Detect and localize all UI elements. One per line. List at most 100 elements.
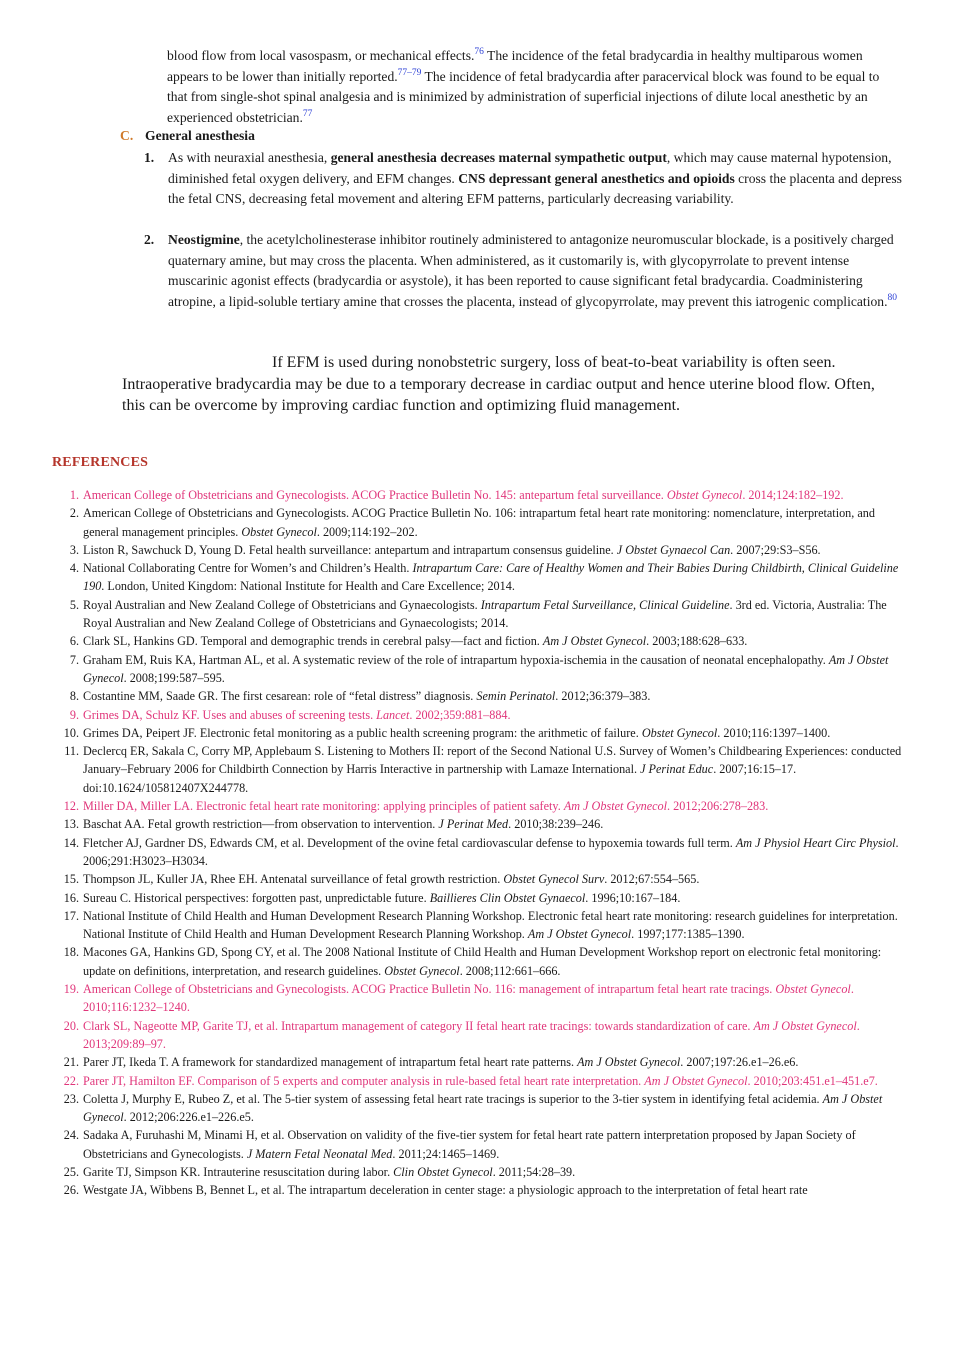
callout-rest: Intraoperative bradycardia may be due to… bbox=[122, 375, 875, 415]
item-text: Neostigmine, the acetylcholinesterase in… bbox=[168, 230, 904, 312]
reference-journal: Obstet Gynecol bbox=[666, 488, 743, 502]
reference-number: 15. bbox=[63, 872, 79, 887]
reference-number: 2. bbox=[69, 506, 79, 521]
reference-number: 6. bbox=[69, 634, 79, 649]
reference-journal: Obstet Gynecol bbox=[775, 982, 851, 997]
reference-text: Royal Australian and New Zealand College… bbox=[83, 597, 481, 612]
reference-journal: Am J Obstet Gynecol bbox=[542, 634, 647, 649]
reference-journal: Am J Physiol Heart Circ Physiol bbox=[735, 835, 896, 850]
reference-citation: . 2010;203:451.e1–451.e7. bbox=[747, 1073, 878, 1088]
reference-citation: . 2007;16:15–17. doi:10.1624/105812407X2… bbox=[83, 762, 797, 795]
reference-item: 3.Liston R, Sawchuck D, Young D. Fetal h… bbox=[52, 541, 902, 559]
intro-text-2: The incidence of the fetal bradycardia i… bbox=[167, 48, 863, 84]
reference-journal: Am J Obstet Gynecol bbox=[644, 1073, 748, 1088]
reference-item[interactable]: 12. Miller DA, Miller LA. Electronic feta… bbox=[52, 797, 902, 815]
reference-citation: . 2007;29:S3–S56. bbox=[730, 542, 821, 557]
reference-number: 12. bbox=[63, 799, 79, 814]
reference-citation: . 2011;54:28–39. bbox=[492, 1164, 576, 1179]
reference-citation: . 2012;206:278–283. bbox=[667, 799, 769, 814]
reference-journal: J Obstet Gynaecol Can bbox=[616, 542, 731, 557]
reference-citation: . 2011;24:1465–1469. bbox=[392, 1146, 500, 1161]
reference-item: 18. Macones GA, Hankins GD, Spong CY, et … bbox=[52, 943, 902, 980]
reference-journal: Am J Obstet Gynecol bbox=[753, 1018, 857, 1033]
reference-text: Parer JT, Ikeda T. A framework for stand… bbox=[83, 1055, 578, 1070]
reference-text: Parer JT, Hamilton EF. Comparison of 5 e… bbox=[83, 1073, 645, 1088]
reference-citation: . 2012;67:554–565. bbox=[604, 872, 700, 887]
reference-item[interactable]: 19. American College of Obstetricians and… bbox=[52, 980, 902, 1017]
list-item-1: 1. As with neuraxial anesthesia, general… bbox=[144, 148, 904, 210]
reference-text: Sadaka A, Furuhashi M, Minami H, et al. … bbox=[83, 1128, 856, 1161]
reference-citation: . 1996;10:167–184. bbox=[585, 890, 681, 905]
reference-item[interactable]: 9. Grimes DA, Schulz KF. Uses and abuses … bbox=[52, 706, 902, 724]
reference-item[interactable]: 22.Parer JT, Hamilton EF. Comparison of … bbox=[52, 1072, 902, 1090]
reference-journal: Semin Perinatol bbox=[476, 689, 556, 704]
reference-journal: Intrapartum Care: Care of Healthy Women … bbox=[83, 561, 899, 594]
reference-citation: . 3rd ed. Victoria, Australia: The Royal… bbox=[83, 597, 887, 631]
reference-item[interactable]: 1.American College of Obstetricians and … bbox=[52, 486, 902, 504]
reference-item: 15. Thompson JL, Kuller JA, Rhee EH. Ante… bbox=[52, 870, 902, 888]
citation-link[interactable]: 77–79 bbox=[397, 67, 422, 78]
intro-paragraph: blood flow from local vasospasm, or mech… bbox=[167, 46, 903, 128]
reference-number: 4. bbox=[69, 561, 79, 576]
reference-text: Grimes DA, Schulz KF. Uses and abuses of… bbox=[83, 707, 377, 722]
reference-number: 1. bbox=[69, 488, 79, 502]
references-heading: REFERENCES bbox=[52, 455, 149, 470]
item-number: 2. bbox=[144, 232, 155, 247]
reference-number: 3. bbox=[69, 542, 79, 557]
reference-number: 18. bbox=[63, 945, 79, 960]
reference-citation: . 2006;291:H3023–H3034. bbox=[83, 835, 899, 868]
reference-item: 21.Parer JT, Ikeda T. A framework for st… bbox=[52, 1053, 902, 1071]
reference-item[interactable]: 20.Clark SL, Nageotte MP, Garite TJ, et … bbox=[52, 1017, 902, 1054]
reference-journal: Clin Obstet Gynecol bbox=[393, 1164, 493, 1179]
intro-text-3: The incidence of fetal bradycardia after… bbox=[167, 68, 880, 125]
reference-journal: Lancet bbox=[376, 707, 410, 722]
reference-text: National Institute of Child Health and H… bbox=[83, 908, 898, 942]
reference-text: Garite TJ, Simpson KR. Intrauterine resu… bbox=[83, 1164, 394, 1179]
reference-item: 26. Westgate JA, Wibbens B, Bennet L, et … bbox=[52, 1181, 902, 1199]
reference-number: 20. bbox=[63, 1018, 79, 1033]
reference-item: 10. Grimes DA, Peipert JF. Electronic fet… bbox=[52, 724, 902, 742]
reference-journal: Obstet Gynecol Surv bbox=[503, 872, 605, 887]
reference-item: 14. Fletcher AJ, Gardner DS, Edwards CM, … bbox=[52, 834, 902, 871]
reference-citation: . 2010;38:239–246. bbox=[508, 817, 604, 832]
reference-text: American College of Obstetricians and Gy… bbox=[83, 982, 776, 997]
reference-text: Macones GA, Hankins GD, Spong CY, et al.… bbox=[83, 945, 882, 978]
reference-number: 10. bbox=[63, 725, 79, 740]
reference-text: Graham EM, Ruis KA, Hartman AL, et al. A… bbox=[83, 652, 829, 667]
citation-link[interactable]: 80 bbox=[887, 292, 897, 303]
reference-journal: Obstet Gynecol bbox=[384, 963, 460, 978]
reference-text: Coletta J, Murphy E, Rubeo Z, et al. The… bbox=[83, 1091, 823, 1106]
reference-text: Grimes DA, Peipert JF. Electronic fetal … bbox=[83, 725, 642, 740]
item-text-part: , which may cause maternal hypotension, … bbox=[168, 150, 892, 186]
reference-number: 26. bbox=[63, 1183, 79, 1198]
references-list: 1. American College of Obstetricians and … bbox=[52, 486, 902, 1200]
citation-link[interactable]: 77 bbox=[302, 108, 313, 119]
reference-text: Fletcher AJ, Gardner DS, Edwards CM, et … bbox=[83, 835, 736, 850]
reference-journal: Am J Obstet Gynecol bbox=[577, 1055, 681, 1070]
item-text-bold: CNS depressant general anesthetics and o… bbox=[458, 170, 735, 186]
reference-citation: . 2002;359:881–884. bbox=[409, 707, 511, 722]
reference-item: 2.American College of Obstetricians and … bbox=[52, 504, 902, 541]
reference-item: 8.Costantine MM, Saade GR. The first ces… bbox=[52, 687, 902, 705]
reference-number: 19. bbox=[63, 982, 79, 997]
reference-item: 5.Royal Australian and New Zealand Colle… bbox=[52, 596, 902, 633]
citation-link[interactable]: 76 bbox=[474, 47, 484, 57]
reference-item: 16.Sureau C. Historical perspectives: fo… bbox=[52, 889, 902, 907]
reference-citation: . 2009;114:192–202. bbox=[316, 524, 418, 539]
reference-journal: Am J Obstet Gynecol bbox=[83, 652, 889, 685]
reference-text: Sureau C. Historical perspectives: forgo… bbox=[83, 890, 430, 905]
reference-citation: . 2013;209:89–97. bbox=[83, 1018, 860, 1051]
reference-number: 8. bbox=[69, 689, 79, 704]
reference-text: Westgate JA, Wibbens B, Bennet L, et al.… bbox=[83, 1183, 808, 1198]
reference-text: Thompson JL, Kuller JA, Rhee EH. Antenat… bbox=[83, 872, 504, 887]
reference-journal: Am J Obstet Gynecol bbox=[563, 799, 668, 814]
reference-text: Miller DA, Miller LA. Electronic fetal h… bbox=[83, 799, 564, 814]
reference-number: 14. bbox=[63, 835, 79, 850]
reference-number: 24. bbox=[63, 1128, 79, 1143]
reference-number: 9. bbox=[69, 707, 79, 722]
reference-number: 13. bbox=[63, 817, 79, 832]
reference-item: 4.National Collaborating Centre for Wome… bbox=[52, 559, 902, 596]
reference-journal: J Perinat Educ bbox=[640, 762, 714, 777]
item-number: 1. bbox=[144, 150, 155, 165]
